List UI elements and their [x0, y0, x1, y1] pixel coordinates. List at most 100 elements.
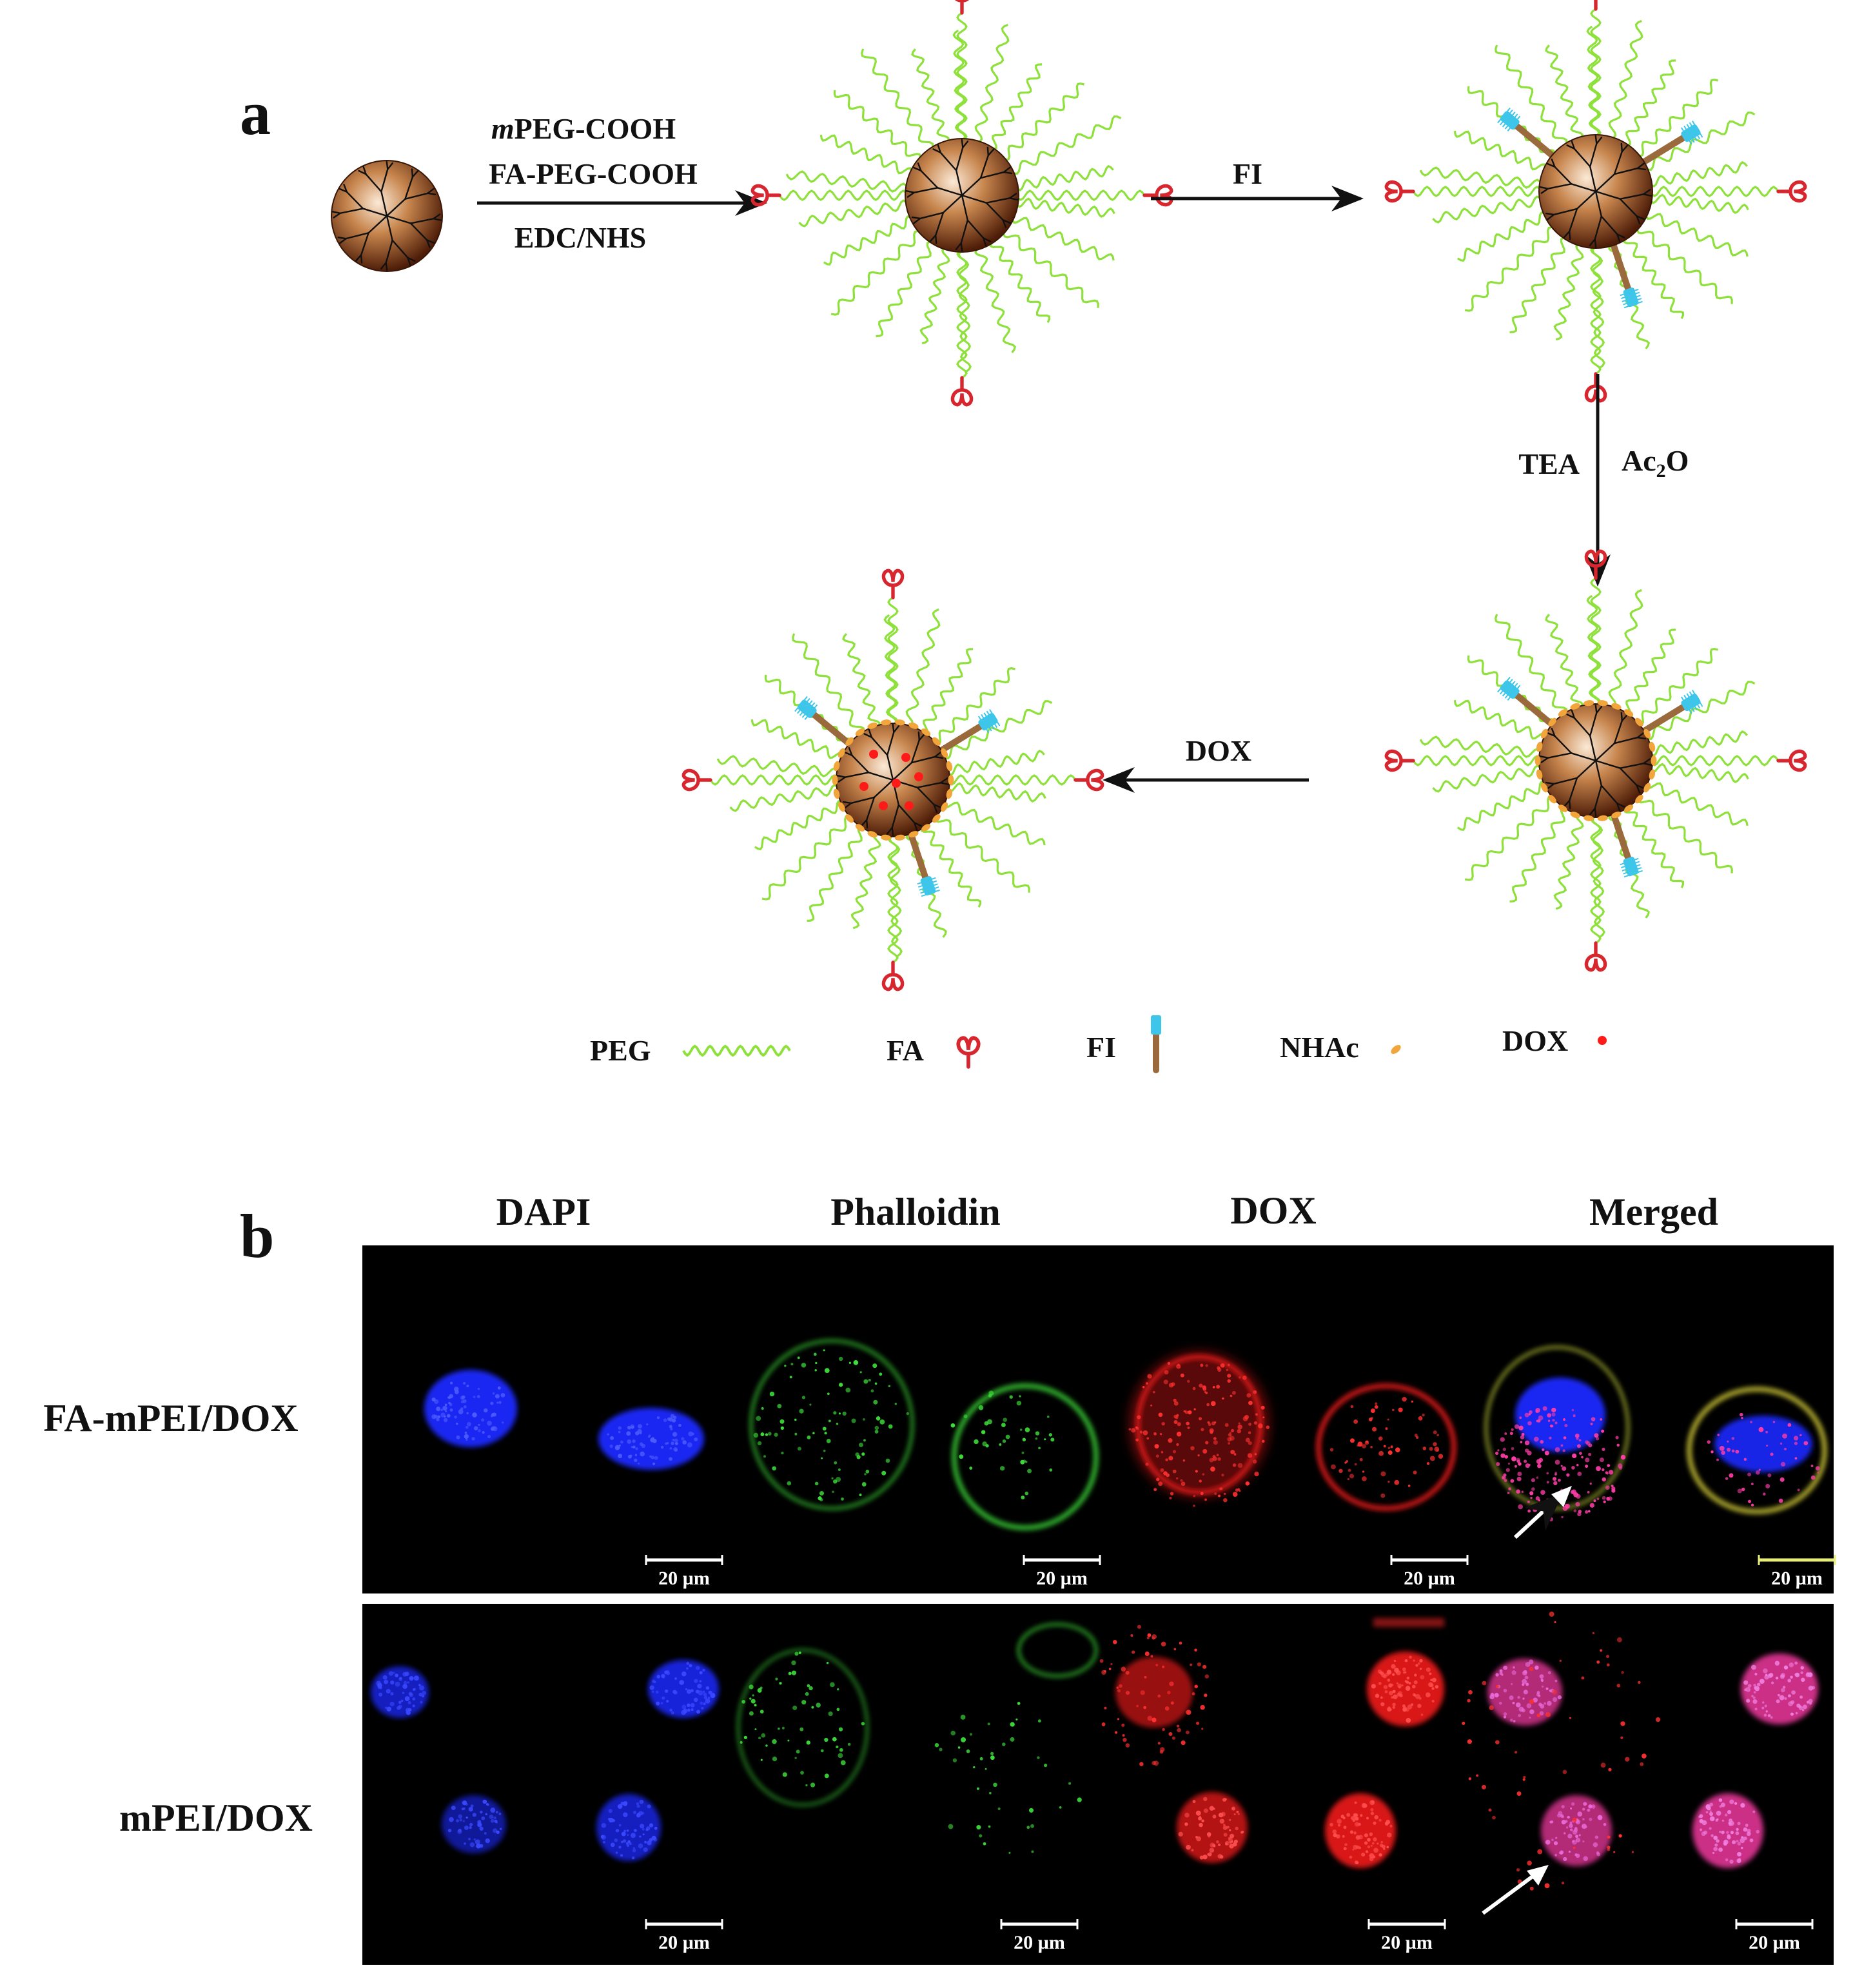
legend: PEG FA FI NHAc DOX: [590, 1015, 1607, 1073]
scale-bar-label: 20 µm: [1381, 1932, 1433, 1953]
peg-chain: [1608, 19, 1643, 141]
peg-chain: [1002, 229, 1099, 308]
peg-chain: [1636, 226, 1733, 304]
peg-chain: [1644, 781, 1749, 826]
dox-loaded-dendrimer: [681, 569, 1104, 991]
step2-reagent: FI: [1233, 157, 1262, 190]
peg-chain: [945, 782, 1046, 803]
peg-chain: [952, 29, 966, 142]
fi-rod: [1497, 107, 1560, 162]
peg-chain: [1643, 112, 1756, 171]
peg-chain: [1623, 59, 1676, 146]
scale-bar-label: 20 µm: [658, 1568, 710, 1589]
peg-chain: [990, 63, 1043, 150]
peg-chain: [1010, 216, 1115, 261]
folate-group: [681, 768, 712, 792]
peg-chain: [1419, 166, 1543, 189]
peg-chain: [1644, 212, 1749, 257]
step1-reagent-fapeg: FA-PEG-COOH: [489, 157, 698, 190]
peg-chain: [905, 608, 941, 729]
scale-bar-label: 20 µm: [1036, 1568, 1088, 1589]
peg-chain: [1553, 242, 1584, 341]
peg-chain: [1456, 211, 1548, 262]
peg-chain: [830, 229, 923, 316]
peg-chain: [833, 90, 922, 161]
uptake-arrow: [1482, 1871, 1539, 1915]
scale-bar-label: 20 µm: [1771, 1568, 1823, 1589]
peg-chain: [761, 814, 854, 901]
scale-bar-label: 20 µm: [658, 1932, 710, 1953]
step3-reagent-ac2o: Ac2O: [1622, 444, 1689, 482]
legend-fi-label: FI: [1086, 1031, 1116, 1064]
folate-group: [1584, 941, 1607, 972]
peg-chain: [823, 215, 914, 266]
peg-chain: [850, 831, 881, 930]
peg-chain: [933, 814, 1030, 893]
peg-chain: [1648, 193, 1749, 214]
folate-group: [881, 960, 905, 991]
row-label-mpei-dox: mPEI/DOX: [119, 1797, 313, 1839]
peg-chain: [807, 825, 865, 922]
fi-rod-icon: [1151, 1015, 1161, 1073]
fi-rod: [1636, 689, 1703, 737]
fa-pegylated-dendrimer: [750, 0, 1173, 407]
scale-bar: 20 µm: [645, 1555, 723, 1589]
fi-rod: [1636, 120, 1703, 168]
peg-chain: [919, 246, 950, 345]
fi-rod: [1608, 237, 1643, 309]
peg-chain: [1635, 648, 1718, 726]
step3-reagent-tea: TEA: [1518, 447, 1580, 480]
folate-group: [1776, 180, 1807, 203]
peg-chain: [754, 800, 845, 851]
scale-bar: 20 µm: [1758, 1555, 1836, 1589]
scale-bar: 20 µm: [645, 1919, 723, 1953]
column-header-merged: Merged: [1589, 1191, 1718, 1233]
folate-group: [1384, 180, 1415, 203]
row-label-fa-mpei-dox: FA-mPEI/DOX: [43, 1397, 299, 1439]
peg-chain: [1586, 25, 1600, 139]
peg-chain: [941, 801, 1046, 846]
legend-fa-label: FA: [887, 1034, 924, 1067]
peg-chain: [1419, 736, 1543, 758]
scale-bar: 20 µm: [1735, 1919, 1814, 1953]
peg-chain: [921, 824, 982, 908]
micrograph-row-mpei-dox: 20 µm 20 µm 20 µm 20 µm: [362, 1604, 1834, 1965]
peg-chain: [1635, 79, 1718, 157]
peg-chain: [792, 633, 865, 736]
nhac-icon: [1391, 1045, 1401, 1054]
peg-chain: [1456, 781, 1548, 832]
peg-chain: [785, 170, 909, 193]
peg-chain: [1623, 804, 1685, 888]
legend-nhac-label: NHAc: [1280, 1031, 1359, 1064]
peg-chain: [1453, 699, 1547, 740]
scale-bar: 20 µm: [1023, 1555, 1101, 1589]
peg-chain: [1495, 44, 1568, 147]
peg-chain-icon: [682, 1044, 791, 1057]
peg-chain: [1591, 814, 1605, 939]
peg-chain: [1648, 161, 1748, 188]
peg-chain: [974, 23, 1010, 144]
peg-chain: [957, 248, 972, 373]
peg-chain: [1464, 795, 1556, 881]
bare-dendrimer: [331, 160, 443, 272]
peg-chain: [798, 199, 910, 228]
folate-group: [1074, 768, 1104, 792]
peg-chain: [1643, 681, 1756, 740]
panel-b: b DAPI Phalloidin DOX Merged FA-mPEI/DOX…: [43, 1189, 1836, 1965]
peg-chain: [945, 750, 1045, 776]
peg-chain: [1464, 226, 1556, 312]
peg-chain: [750, 719, 845, 759]
scale-bar: 20 µm: [1000, 1919, 1079, 1953]
peg-chain: [1648, 730, 1748, 757]
peg-chain: [974, 246, 1016, 353]
peg-chain: [876, 240, 934, 338]
peg-chain: [842, 633, 881, 730]
peg-chain: [888, 833, 903, 958]
peg-chain: [1432, 765, 1544, 793]
folate-group: [1584, 372, 1607, 403]
panel-a: a mPEG-COOH FA-PEG-COOH EDC/NHS FI TEA A…: [240, 0, 1807, 1073]
legend-peg-label: PEG: [590, 1034, 651, 1067]
peg-chain: [1608, 589, 1643, 710]
